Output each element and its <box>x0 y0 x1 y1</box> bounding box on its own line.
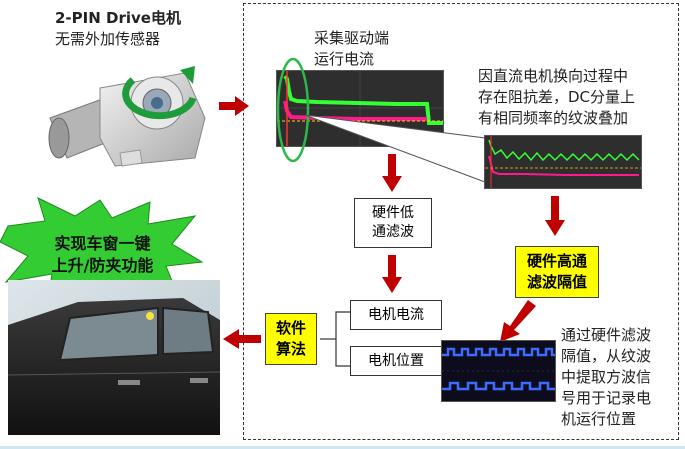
lowpass-filter-box: 硬件低 通滤波 <box>354 198 432 248</box>
square-note-line3: 中提取方波信 <box>561 368 652 386</box>
sample-label-line2: 运行电流 <box>314 50 375 68</box>
inrush-highlight-ellipse <box>276 57 310 163</box>
car-window-image <box>8 280 220 435</box>
software-algorithm-box: 软件 算法 <box>265 313 317 365</box>
square-note-line5: 机运行位置 <box>561 410 637 428</box>
function-burst-shape <box>0 197 204 305</box>
ripple-note: 因直流电机换向过程中 存在阻抗差，DC分量上 有相同频率的纹波叠加 <box>478 66 635 129</box>
software-line1: 软件 <box>275 319 306 337</box>
lowpass-line1: 硬件低 <box>372 205 414 221</box>
motor-current-label: 电机电流 <box>368 306 424 323</box>
function-line2: 上升/防夹功能 <box>51 256 154 275</box>
highpass-line2: 滤波隔值 <box>526 273 587 291</box>
function-burst-text: 实现车窗一键 上升/防夹功能 <box>20 233 185 277</box>
bottom-rule <box>0 446 685 449</box>
output-bracket <box>320 311 350 367</box>
motor-label: 2-PIN Drive电机 无需外加传感器 <box>55 8 181 50</box>
motor-current-box: 电机电流 <box>350 300 442 330</box>
arrow-to-highpass <box>545 196 565 236</box>
arrow-to-square-wave <box>500 300 536 342</box>
arrow-to-car <box>223 329 261 349</box>
system-boundary <box>243 3 679 440</box>
motor-position-box: 电机位置 <box>350 346 442 376</box>
arrow-to-outputs <box>382 255 402 293</box>
sample-label-line1: 采集驱动端 <box>314 29 390 47</box>
ripple-waveform-scope <box>484 135 642 189</box>
highpass-filter-box: 硬件高通 滤波隔值 <box>515 246 599 298</box>
ripple-note-line3: 有相同频率的纹波叠加 <box>478 109 629 127</box>
square-wave <box>442 347 555 391</box>
ripple-waveform <box>485 136 641 188</box>
arrow-to-scope <box>219 96 249 116</box>
ripple-note-line1: 因直流电机换向过程中 <box>478 67 629 85</box>
highpass-line1: 硬件高通 <box>526 252 587 270</box>
motor-label-line2: 无需外加传感器 <box>55 30 161 48</box>
square-note-line1: 通过硬件滤波 <box>561 326 652 344</box>
square-note-line2: 隔值，从纹波 <box>561 347 652 365</box>
ripple-note-line2: 存在阻抗差，DC分量上 <box>478 88 636 106</box>
lowpass-line2: 通滤波 <box>372 224 414 240</box>
square-note-line4: 号用于记录电 <box>561 389 652 407</box>
motor-label-line1: 2-PIN Drive电机 <box>55 9 181 27</box>
square-wave-scope <box>441 340 556 402</box>
arrow-to-lowpass <box>382 154 402 192</box>
software-line2: 算法 <box>275 340 306 358</box>
motor-position-label: 电机位置 <box>368 352 424 369</box>
sample-label: 采集驱动端 运行电流 <box>314 28 389 70</box>
function-line1: 实现车窗一键 <box>54 234 151 253</box>
square-wave-note: 通过硬件滤波 隔值，从纹波 中提取方波信 号用于记录电 机运行位置 <box>561 325 651 430</box>
window-motor-image <box>48 66 206 167</box>
